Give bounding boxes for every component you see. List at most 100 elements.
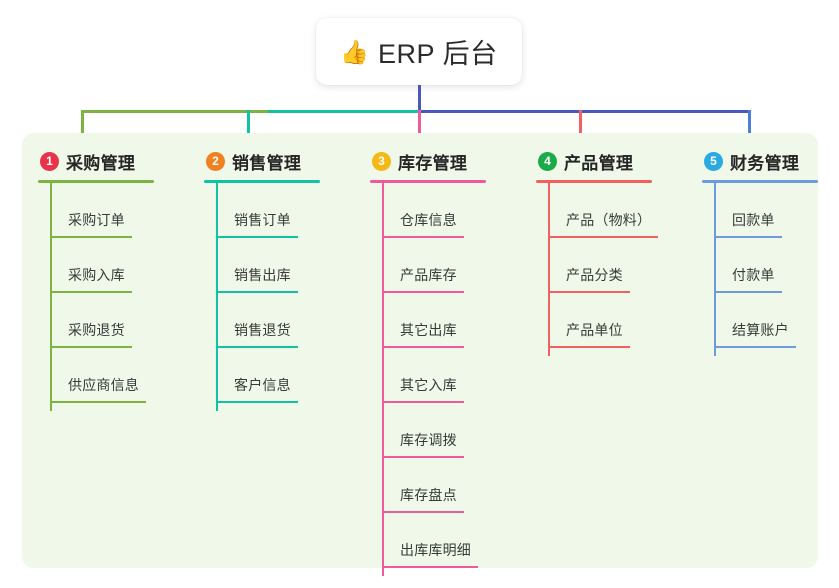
column-badge-5: 5 (704, 151, 723, 171)
leaf-item[interactable]: 客户信息 (216, 348, 320, 403)
leaf-item-rule (714, 291, 782, 293)
column-4: 4 产品管理产品（物料） 产品分类产品单位 (536, 147, 658, 356)
column-title-2: 销售管理 (232, 153, 302, 173)
column-header-rule-2 (204, 180, 320, 183)
leaf-item[interactable]: 回款单 (714, 183, 818, 238)
leaf-item-rule (50, 401, 146, 403)
leaf-item-rule (382, 566, 478, 568)
leaf-item-rule (714, 346, 796, 348)
bus-line-segment-green (81, 110, 268, 113)
column-header-rule-1 (38, 180, 154, 183)
leaf-item-rule (50, 346, 132, 348)
leaf-item-label: 客户信息 (234, 377, 291, 393)
leaf-item-label: 付款单 (732, 267, 775, 283)
column-header-rule-5 (702, 180, 818, 183)
leaf-item-label: 出库库明细 (400, 542, 471, 558)
leaf-item[interactable]: 产品分类 (548, 238, 652, 293)
leaf-item[interactable]: 采购订单 (50, 183, 154, 238)
leaf-item[interactable]: 销售退货 (216, 293, 320, 348)
leaf-item[interactable]: 其它出库 (382, 293, 486, 348)
column-body-5: 回款单付款单结算账户 (714, 183, 818, 356)
column-title-4: 产品管理 (564, 153, 634, 173)
column-trunk-line-5 (714, 183, 716, 356)
leaf-item[interactable]: 采购退货 (50, 293, 154, 348)
leaf-item[interactable]: 产品库存 (382, 238, 486, 293)
leaf-item[interactable]: 库存盘点 (382, 458, 486, 513)
leaf-item[interactable]: 采购入库 (50, 238, 154, 293)
leaf-item[interactable]: 产品（物料） (548, 183, 658, 238)
column-badge-2: 2 (206, 151, 225, 171)
leaf-item-rule (50, 291, 132, 293)
leaf-item[interactable]: 仓库信息 (382, 183, 486, 238)
column-header-rule-3 (370, 180, 486, 183)
leaf-item-rule (216, 346, 298, 348)
leaf-item-rule (382, 511, 464, 513)
leaf-item-rule (216, 401, 298, 403)
diagram-panel: 1 采购管理采购订单采购入库采购退货供应商信息 2 销售管理销售订单销售出库销售退货客… (22, 133, 818, 576)
leaf-item-rule (382, 456, 464, 458)
thumbs-up-icon: 👍 (340, 39, 370, 65)
leaf-item-rule (548, 346, 630, 348)
column-trunk-line-1 (50, 183, 52, 411)
column-title-3: 库存管理 (398, 153, 468, 173)
bus-line-segment-teal (268, 110, 419, 113)
leaf-item-label: 仓库信息 (400, 212, 457, 228)
leaf-item[interactable]: 产品单位 (548, 293, 652, 348)
column-header-1[interactable]: 1 采购管理 (38, 147, 154, 175)
leaf-item[interactable]: 库存调拨 (382, 403, 486, 458)
column-header-4[interactable]: 4 产品管理 (536, 147, 652, 175)
column-header-rule-4 (536, 180, 652, 183)
leaf-item-label: 库存盘点 (400, 487, 457, 503)
leaf-item[interactable]: 销售出库 (216, 238, 320, 293)
leaf-item-rule (714, 236, 782, 238)
leaf-item-rule (548, 291, 630, 293)
leaf-item-label: 采购入库 (68, 267, 125, 283)
column-title-1: 采购管理 (66, 153, 136, 173)
leaf-item-rule (382, 346, 464, 348)
leaf-item-label: 产品（物料） (566, 212, 652, 228)
leaf-item-rule (216, 291, 298, 293)
leaf-item[interactable]: 供应商信息 (50, 348, 154, 403)
column-1: 1 采购管理采购订单采购入库采购退货供应商信息 (38, 147, 154, 411)
column-title-5: 财务管理 (730, 153, 800, 173)
column-header-2[interactable]: 2 销售管理 (204, 147, 320, 175)
leaf-item-label: 产品分类 (566, 267, 623, 283)
leaf-item-label: 库存调拨 (400, 432, 457, 448)
leaf-item-label: 采购订单 (68, 212, 125, 228)
leaf-item-label: 销售退货 (234, 322, 291, 338)
column-header-5[interactable]: 5 财务管理 (702, 147, 818, 175)
leaf-item[interactable]: 付款单 (714, 238, 818, 293)
root-title: ERP 后台 (378, 39, 498, 69)
leaf-item-label: 产品库存 (400, 267, 457, 283)
leaf-item[interactable]: 其它入库 (382, 348, 486, 403)
column-trunk-line-2 (216, 183, 218, 411)
root-node[interactable]: 👍 ERP 后台 (316, 18, 522, 85)
column-trunk-line-3 (382, 183, 384, 576)
leaf-item-rule (548, 236, 658, 238)
leaf-item-label: 其它出库 (400, 322, 457, 338)
leaf-item-rule (382, 236, 464, 238)
leaf-item-label: 销售出库 (234, 267, 291, 283)
leaf-item[interactable]: 销售订单 (216, 183, 320, 238)
bus-line-segment-blue (419, 110, 751, 113)
leaf-item-rule (382, 291, 464, 293)
root-stem-line (418, 85, 421, 111)
column-body-3: 仓库信息产品库存其它出库其它入库库存调拨库存盘点出库库明细 (382, 183, 486, 576)
column-badge-1: 1 (40, 151, 59, 171)
column-trunk-line-4 (548, 183, 550, 356)
leaf-item-label: 回款单 (732, 212, 775, 228)
leaf-item-label: 结算账户 (732, 322, 789, 338)
leaf-item-rule (382, 401, 464, 403)
leaf-item-rule (216, 236, 298, 238)
leaf-item-label: 其它入库 (400, 377, 457, 393)
column-body-4: 产品（物料） 产品分类产品单位 (548, 183, 658, 356)
leaf-item[interactable]: 结算账户 (714, 293, 818, 348)
leaf-item[interactable]: 出库库明细 (382, 513, 486, 568)
leaf-item-label: 供应商信息 (68, 377, 139, 393)
column-5: 5 财务管理回款单付款单结算账户 (702, 147, 818, 356)
column-body-2: 销售订单销售出库销售退货客户信息 (216, 183, 320, 411)
column-badge-4: 4 (538, 151, 557, 171)
column-body-1: 采购订单采购入库采购退货供应商信息 (50, 183, 154, 411)
